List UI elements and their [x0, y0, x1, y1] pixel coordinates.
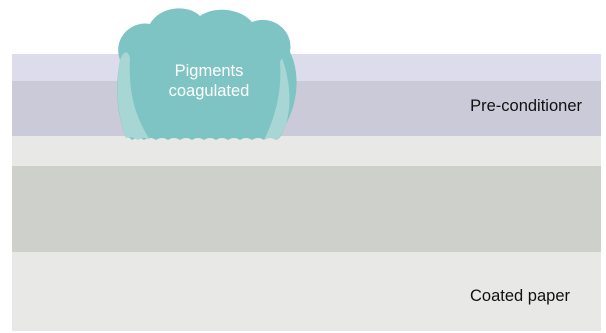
pigment-blob-left-highlight	[117, 52, 150, 140]
blob-label-line2: coagulated	[168, 82, 250, 100]
thin-layer	[12, 136, 601, 166]
pre-conditioner-label: Pre-conditioner	[470, 97, 582, 115]
pigment-blob-body	[117, 8, 297, 140]
coated-paper-label: Coated paper	[470, 287, 570, 305]
blob-label-line1: Pigments	[174, 62, 244, 80]
top-coat-layer	[12, 54, 601, 81]
pigment-blob-right-highlight	[264, 58, 290, 140]
pre-conditioner-layer	[12, 81, 601, 136]
coated-paper-layer	[12, 252, 601, 331]
coating-layer	[12, 166, 601, 252]
